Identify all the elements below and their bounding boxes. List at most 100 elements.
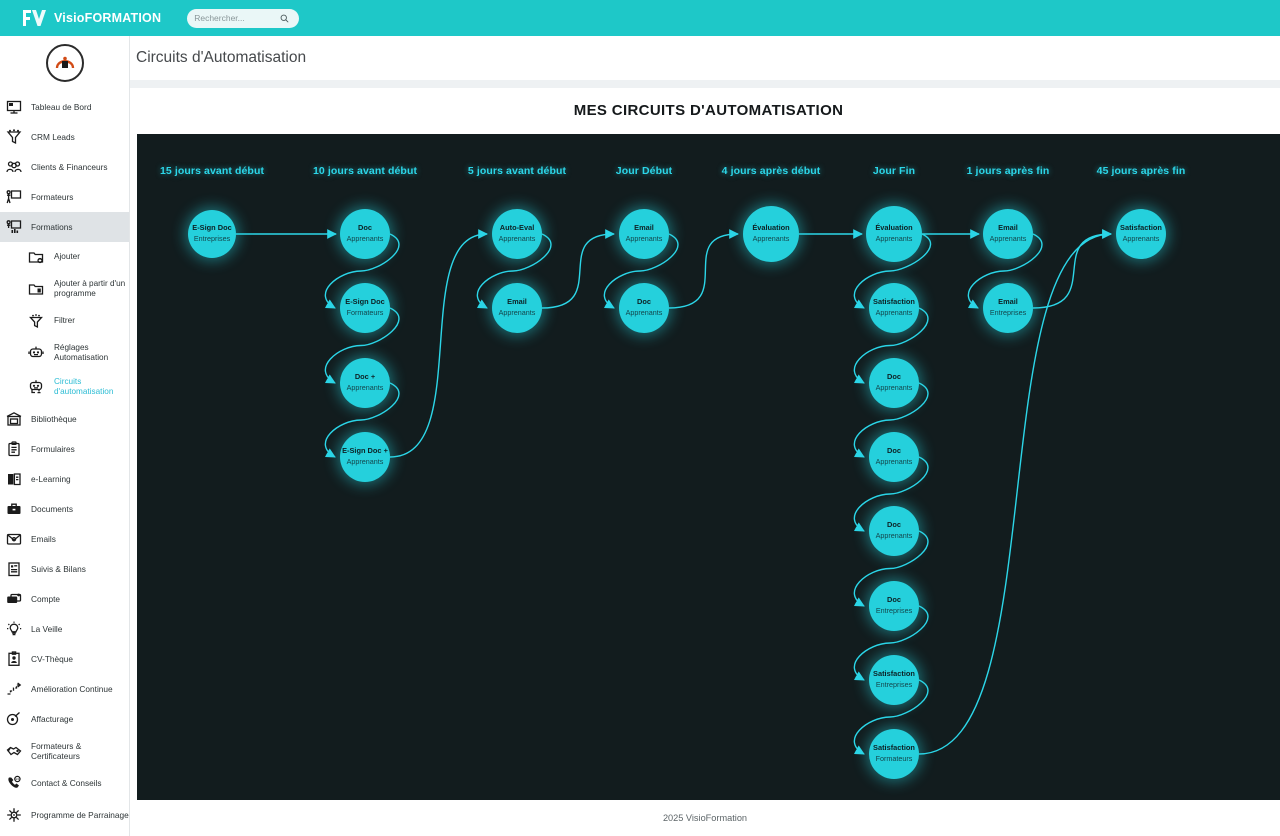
- sidebar-item-la-veille[interactable]: La Veille: [0, 614, 129, 644]
- sidebar-item-tableau-de-bord[interactable]: Tableau de Bord: [0, 92, 129, 122]
- automation-circuits-panel: MES CIRCUITS D'AUTOMATISATION 15 jours a…: [137, 88, 1280, 800]
- sidebar-item-suivis-bilans[interactable]: Suivis & Bilans: [0, 554, 129, 584]
- page-title: Circuits d'Automatisation: [136, 49, 307, 66]
- node-subtitle: Apprenants: [346, 383, 384, 393]
- node-title: Email: [634, 223, 654, 233]
- node-title: Doc: [887, 595, 901, 605]
- svg-text:24: 24: [16, 777, 20, 781]
- graph-edge: [603, 233, 679, 309]
- envelope-mail-icon: [4, 531, 24, 547]
- sidebar-item-r-glages-automatisation[interactable]: Réglages Automatisation: [0, 336, 129, 370]
- graph-node[interactable]: Doc +Apprenants: [340, 358, 390, 408]
- sidebar-item-label: Amélioration Continue: [31, 683, 113, 694]
- graph-node[interactable]: E-Sign Doc +Apprenants: [340, 432, 390, 482]
- factoring-coin-icon: [4, 711, 24, 727]
- training-board-icon: [4, 219, 24, 235]
- search-icon[interactable]: [280, 14, 289, 23]
- sidebar-item-emails[interactable]: Emails: [0, 524, 129, 554]
- graph-edge: [324, 233, 400, 309]
- sidebar-item-circuits-d-automatisation[interactable]: Circuits d'automatisation: [0, 370, 129, 404]
- folder-program-icon: [26, 281, 46, 297]
- sidebar-item-documents[interactable]: Documents: [0, 494, 129, 524]
- graph-edge: [324, 382, 400, 458]
- sidebar-item-clients-financeurs[interactable]: Clients & Financeurs: [0, 152, 129, 182]
- folder-plus-icon: [26, 249, 46, 265]
- node-title: Doc: [358, 223, 372, 233]
- node-title: Satisfaction: [873, 743, 915, 753]
- sidebar-item-compte[interactable]: Compte: [0, 584, 129, 614]
- report-sheet-icon: [4, 561, 24, 577]
- graph-edge: [389, 229, 488, 458]
- node-title: Doc: [887, 446, 901, 456]
- sidebar-item-am-lioration-continue[interactable]: Amélioration Continue: [0, 674, 129, 704]
- sidebar-item-formateurs[interactable]: Formateurs: [0, 182, 129, 212]
- sidebar-item-filtrer[interactable]: Filtrer: [0, 306, 129, 336]
- graph-edge: [918, 229, 1112, 755]
- column-header-c8: 45 jours après fin: [1096, 165, 1186, 177]
- graph-edge: [853, 382, 929, 458]
- cv-person-clipboard-icon: [4, 651, 24, 667]
- sidebar-item-ajouter-partir-d-un-programme[interactable]: Ajouter à partir d'un programme: [0, 272, 129, 306]
- sidebar-item-cv-th-que[interactable]: CV-Thèque: [0, 644, 129, 674]
- sidebar-item-affacturage[interactable]: Affacturage: [0, 704, 129, 734]
- graph-edge: [1032, 229, 1112, 309]
- elearning-book-icon: [4, 471, 24, 487]
- sidebar-item-label: CV-Thèque: [31, 653, 73, 664]
- node-title: E-Sign Doc: [345, 297, 385, 307]
- node-subtitle: Apprenants: [625, 234, 663, 244]
- briefcase-documents-icon: [4, 501, 24, 517]
- sidebar-item-formulaires[interactable]: Formulaires: [0, 434, 129, 464]
- sidebar-item-ajouter[interactable]: Ajouter: [0, 242, 129, 272]
- sidebar-item-programme-de-parrainage[interactable]: Programme de Parrainage: [0, 798, 129, 832]
- header-divider: [130, 80, 1280, 88]
- column-header-c2: 10 jours avant début: [312, 165, 418, 177]
- node-title: E-Sign Doc: [192, 223, 232, 233]
- sidebar-item-label: Filtrer: [54, 316, 75, 325]
- search-box[interactable]: [187, 8, 300, 28]
- graph-edge: [967, 233, 1043, 309]
- sidebar-item-formateurs-certificateurs[interactable]: Formateurs & Certificateurs: [0, 734, 129, 768]
- sidebar-item-label: Bibliothèque: [31, 413, 77, 424]
- sidebar-item-biblioth-que[interactable]: Bibliothèque: [0, 404, 129, 434]
- sidebar-item-formations[interactable]: Formations: [0, 212, 129, 242]
- org-logo-avatar: [45, 44, 84, 82]
- vf-monogram-icon[interactable]: [22, 9, 48, 27]
- stairs-growth-icon: [4, 681, 24, 697]
- sidebar-item-label: Ajouter: [54, 252, 80, 261]
- search-input[interactable]: [194, 13, 281, 23]
- sidebar-item-label: Clients & Financeurs: [31, 161, 108, 172]
- funnel-leads-icon: [4, 129, 24, 145]
- sidebar-item-e-learning[interactable]: e-Learning: [0, 464, 129, 494]
- sidebar-item-crm-leads[interactable]: CRM Leads: [0, 122, 129, 152]
- graph-edge: [853, 233, 932, 309]
- node-title: Satisfaction: [873, 669, 915, 679]
- node-subtitle: Apprenants: [875, 234, 913, 244]
- node-title: Évaluation: [752, 223, 790, 233]
- sidebar-item-label: e-Learning: [31, 473, 71, 484]
